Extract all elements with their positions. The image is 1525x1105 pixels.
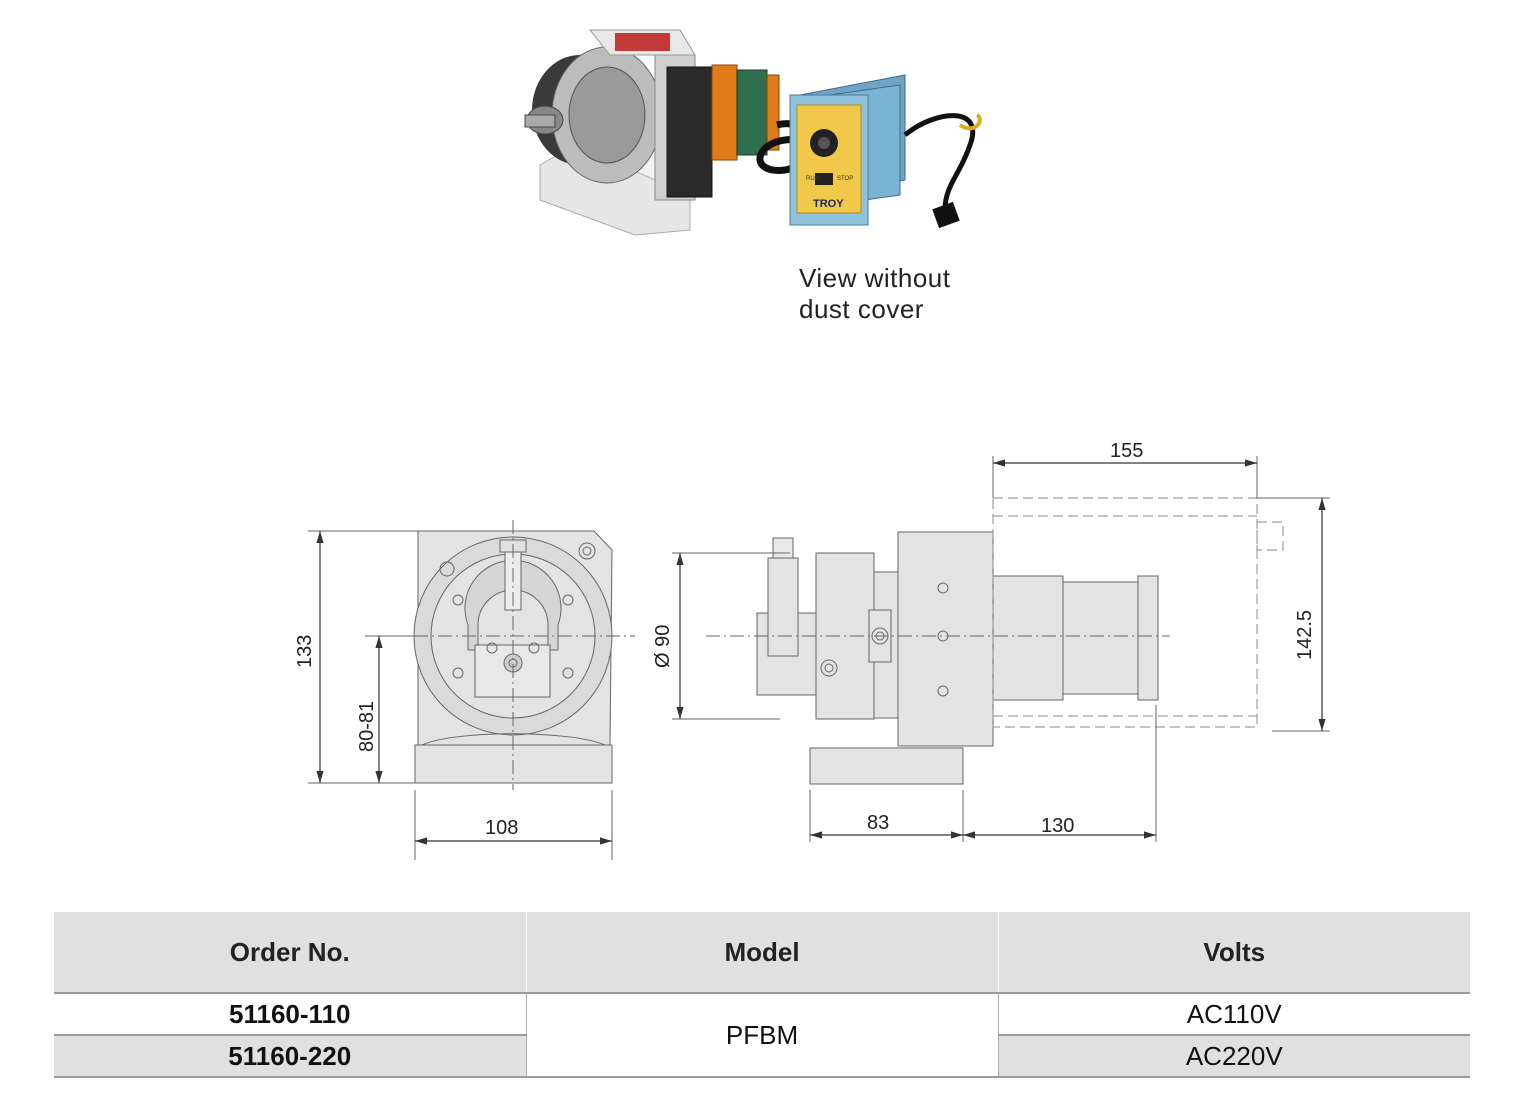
cell-model: PFBM — [525, 993, 999, 1078]
dim-base-width: 108 — [485, 817, 518, 839]
controller-stop-label: STOP — [837, 176, 853, 182]
controller-brand-label: TROY — [813, 198, 844, 210]
dim-cover-height: 142.5 — [1294, 610, 1316, 660]
product-photo: RUN STOP TROY — [524, 29, 982, 236]
spec-table: Order No. Model Volts 51160-110 PFBM AC1… — [54, 912, 1470, 1078]
header-order-no: Order No. — [54, 912, 527, 994]
table-row: 51160-110 PFBM AC110V — [54, 993, 1470, 1078]
table-header-row: Order No. Model Volts — [54, 912, 1470, 994]
cell-order-no: 51160-220 — [54, 1035, 527, 1078]
caption-line-2: dust cover — [799, 294, 924, 324]
side-view — [756, 531, 1159, 785]
header-volts: Volts — [997, 912, 1470, 994]
dim-height-total: 133 — [294, 635, 316, 668]
controller-run-label: RUN — [806, 176, 819, 182]
dim-base-length: 83 — [867, 812, 889, 834]
photo-caption: View without dust cover — [799, 263, 951, 325]
cell-volts: AC220V — [997, 1035, 1470, 1078]
table-row: 51160-220 AC220V — [54, 1035, 1470, 1078]
dim-center-height: 80-81 — [356, 701, 378, 752]
dim-motor-length: 130 — [1041, 815, 1074, 837]
cell-order-no: 51160-110 — [54, 993, 527, 1036]
cell-volts: AC110V — [997, 993, 1470, 1036]
dim-diameter: Ø 90 — [652, 625, 674, 668]
dim-cover-length: 155 — [1110, 440, 1143, 462]
caption-line-1: View without — [799, 263, 951, 293]
header-model: Model — [525, 912, 999, 994]
technical-drawing: 133 80-81 108 Ø 90 155 142.5 83 130 — [294, 440, 1330, 860]
